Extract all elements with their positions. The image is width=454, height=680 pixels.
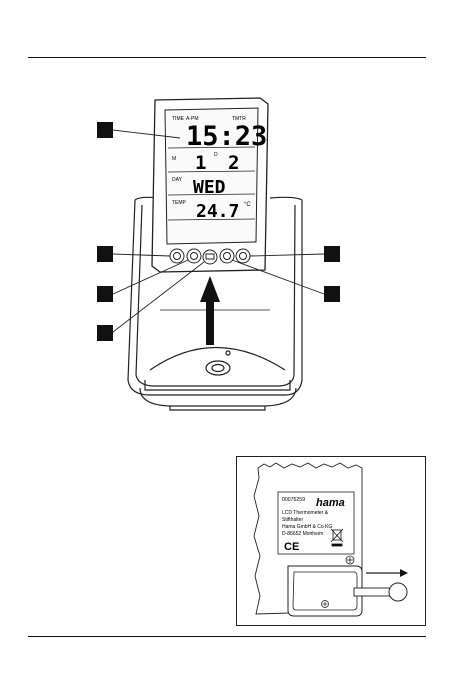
brand-logo: hama xyxy=(316,497,345,509)
callout-square-icon xyxy=(97,286,113,302)
lcd-unit: °C xyxy=(244,202,251,208)
up-arrow-icon xyxy=(200,276,220,345)
callout-lines xyxy=(112,129,325,333)
callout-squares xyxy=(97,122,340,341)
lcd-month: 1 xyxy=(195,152,206,174)
screw-icon xyxy=(345,555,355,565)
label-line-1: LCD Thermometer & xyxy=(282,510,329,516)
lcd-day-label: DAY xyxy=(172,177,183,183)
lcd-day: 2 xyxy=(228,152,239,174)
article-number: 00075259 xyxy=(282,497,305,503)
callout-square-icon xyxy=(324,246,340,262)
lcd-tmtr-label: TMTR xyxy=(232,116,246,122)
callout-square-icon xyxy=(324,286,340,302)
battery-compartment xyxy=(287,565,363,617)
pull-tab-arrow-icon xyxy=(353,569,408,602)
device-illustration: TIME A-PM TMTR 15:23 M 1 D 2 DAY WED TEM… xyxy=(97,97,340,411)
lcd-temp-label: TEMP xyxy=(172,200,187,206)
ce-mark: CE xyxy=(284,541,299,553)
lcd-temperature: 24.7 xyxy=(196,201,239,222)
bottom-rule xyxy=(28,636,426,637)
weee-bin-icon xyxy=(330,528,344,547)
lcd-alarm-label: A-PM xyxy=(186,116,199,122)
product-label: 00075259 hama LCD Thermometer & Stifthal… xyxy=(277,491,355,555)
lcd-day-num-label: D xyxy=(214,152,218,158)
lcd-weekday: WED xyxy=(193,177,226,198)
top-rule xyxy=(28,57,426,58)
lcd-month-label: M xyxy=(172,156,176,162)
lcd-display-unit: TIME A-PM TMTR 15:23 M 1 D 2 DAY WED TEM… xyxy=(151,97,269,273)
back-panel-inset: 00075259 hama LCD Thermometer & Stifthal… xyxy=(236,456,426,626)
callout-square-icon xyxy=(97,325,113,341)
label-line-4: D-86652 Monheim xyxy=(282,531,323,537)
callout-square-icon xyxy=(97,122,113,138)
label-line-3: Hama GmbH & Co KG xyxy=(282,524,332,530)
callout-square-icon xyxy=(97,246,113,262)
label-line-2: Stifthalter xyxy=(282,517,303,523)
lcd-time-label: TIME xyxy=(172,116,185,122)
button-row xyxy=(169,248,251,265)
lcd-time: 15:23 xyxy=(186,121,267,152)
